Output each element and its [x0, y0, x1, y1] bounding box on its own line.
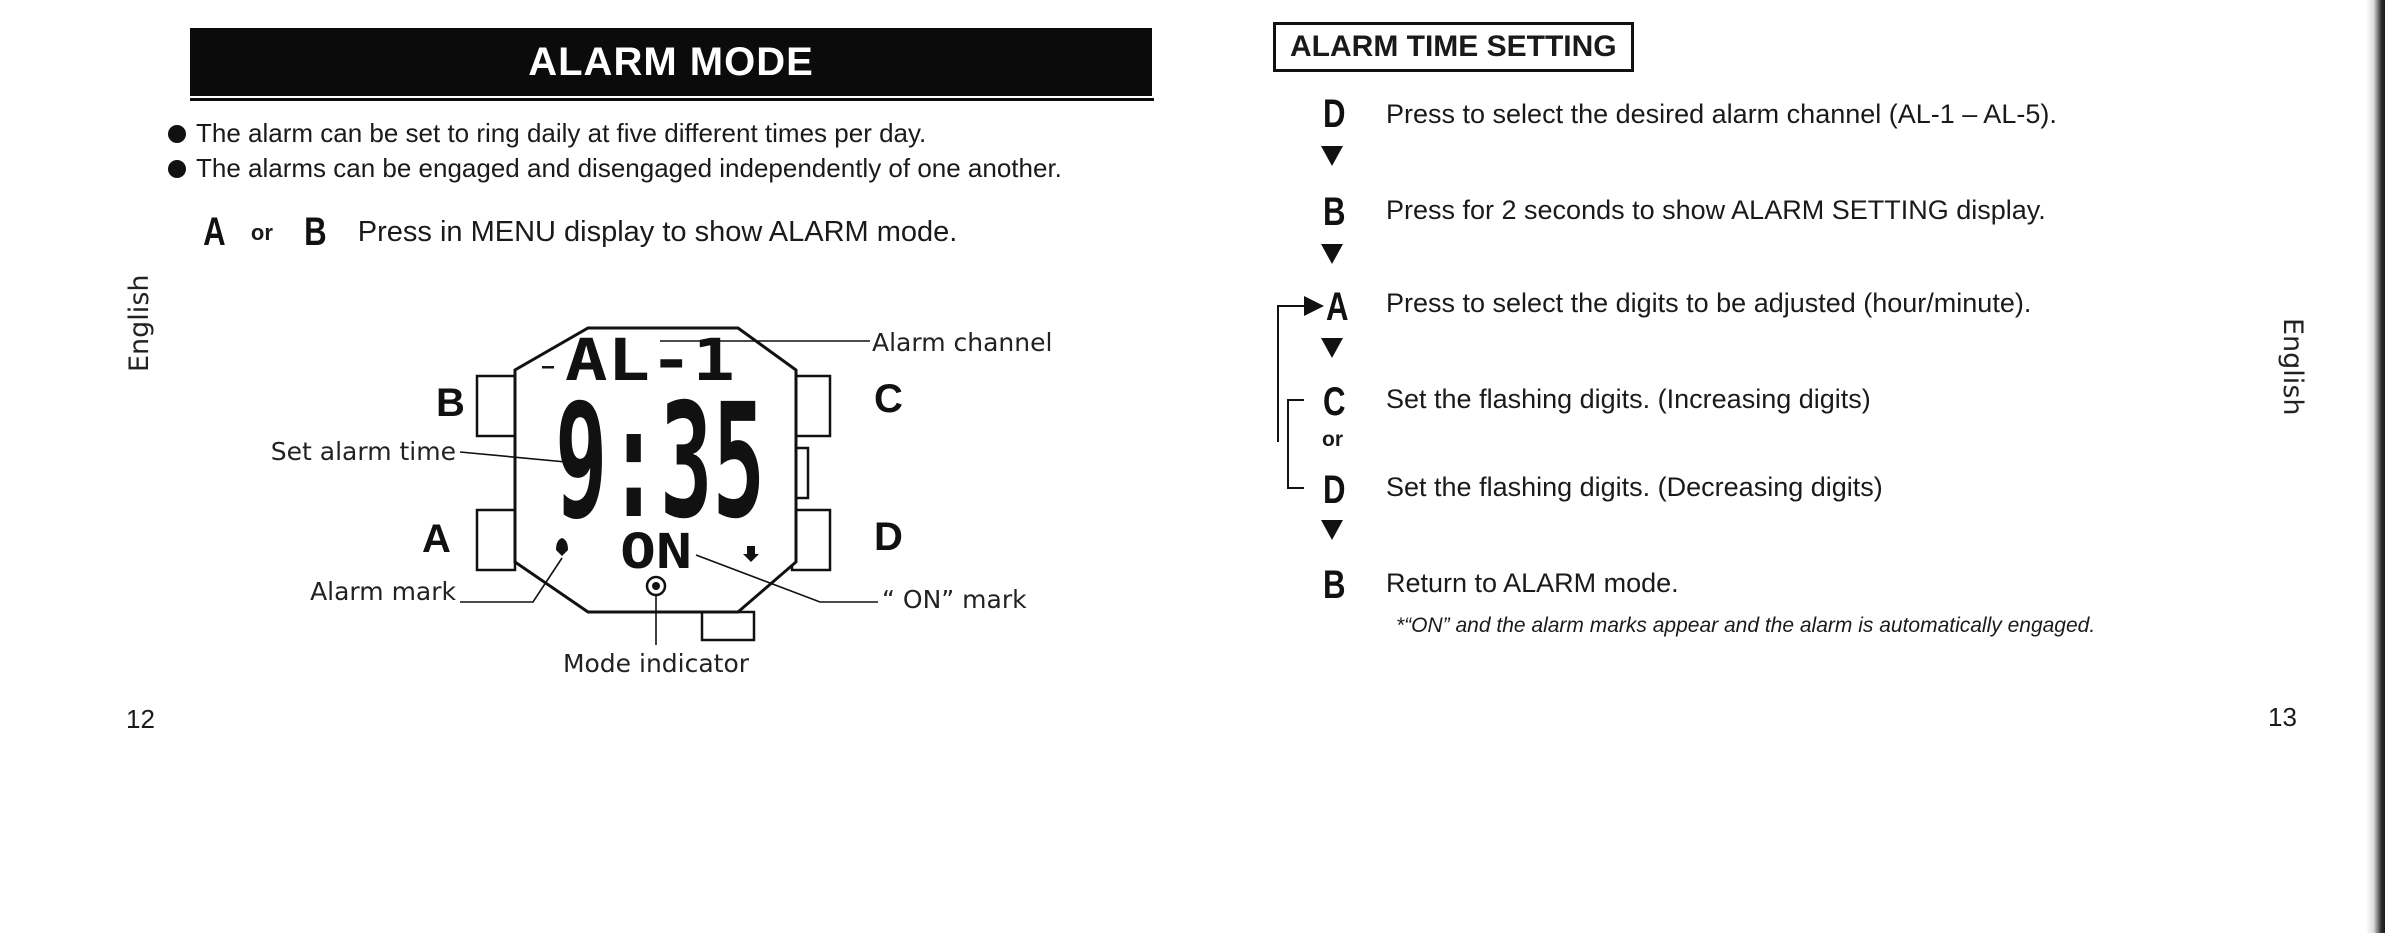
watch-label-c: C: [874, 377, 903, 421]
press-line: A or B Press in MENU display to show ALA…: [200, 210, 957, 255]
bullet-dot-icon: [168, 124, 186, 143]
step-text-6: Return to ALARM mode.: [1386, 568, 1679, 598]
callout-mode-indicator: Mode indicator: [563, 649, 750, 678]
callout-line-time: [459, 451, 599, 466]
step-key-b: B: [1323, 563, 1346, 607]
step-key-d: D: [1323, 468, 1346, 512]
lcd-channel-text: AL-1: [565, 326, 735, 394]
watch-bottom-tab: [700, 610, 756, 642]
step-text-5: Set the flashing digits. (Decreasing dig…: [1386, 472, 1883, 502]
watch-button-c: [790, 374, 832, 438]
step-key-a: A: [1326, 285, 1349, 329]
bullet-item: The alarm can be set to ring daily at fi…: [168, 118, 926, 149]
watch-label-b: B: [436, 381, 465, 425]
mode-indicator-dot: [652, 582, 660, 590]
loop-arrow-icon: [1304, 296, 1324, 316]
or-label-right: or: [1322, 428, 1343, 451]
watch-label-a: A: [422, 517, 451, 561]
step-text-1: Press to select the desired alarm channe…: [1386, 99, 2057, 129]
callout-set-alarm-time: Set alarm time: [271, 437, 456, 466]
step-text-2: Press for 2 seconds to show ALARM SETTIN…: [1386, 195, 2046, 225]
down-arrow-mark-icon: [743, 546, 759, 562]
or-label: or: [250, 219, 273, 245]
step-key-b: B: [1323, 190, 1346, 234]
lcd-time-text: 9:35: [555, 370, 765, 554]
arrow-down-icon: [1321, 244, 1343, 264]
section-title: ALARM MODE: [190, 28, 1152, 96]
loop-bracket: [1277, 296, 1324, 489]
alarm-bell-icon: [556, 538, 568, 556]
step-text-4: Set the flashing digits. (Increasing dig…: [1386, 384, 1871, 414]
note-text: *“ON” and the alarm marks appear and the…: [1396, 614, 2096, 637]
subheader-box: ALARM TIME SETTING: [1273, 22, 1634, 72]
watch-label-d: D: [874, 515, 903, 559]
watch-button-b: [475, 374, 517, 438]
callout-line-on-mark: [695, 554, 878, 603]
watch-case: [513, 326, 798, 614]
callout-alarm-mark: Alarm mark: [310, 577, 456, 606]
arrow-down-icon: [1321, 146, 1343, 166]
callout-on-mark: “ ON” mark: [882, 585, 1027, 614]
watch-button-d: [790, 508, 832, 572]
arrow-down-icon: [1321, 520, 1343, 540]
page-number-right: 13: [2268, 702, 2297, 732]
bullet-item: The alarms can be engaged and disengaged…: [168, 153, 1062, 184]
press-instruction: Press in MENU display to show ALARM mode…: [357, 216, 958, 248]
section-title-text: ALARM MODE: [528, 39, 814, 84]
side-label-left: English: [124, 274, 155, 373]
page-edge-shadow: [2366, 0, 2385, 933]
bullet-text: The alarm can be set to ring daily at fi…: [196, 118, 927, 148]
lcd-dash-mark: –: [542, 354, 555, 378]
subheader-text: ALARM TIME SETTING: [1290, 30, 1617, 63]
watch-diagram: – AL-1 9:35 ON B A C D Alarm channel Set…: [271, 326, 1053, 678]
lcd-on-text: ON: [620, 524, 692, 580]
step-text-3: Press to select the digits to be adjuste…: [1386, 288, 2032, 318]
key-a-label: A: [203, 210, 226, 254]
key-b-label: B: [304, 210, 327, 254]
step-key-d: D: [1323, 92, 1346, 136]
callout-line-alarm-mark: [460, 557, 563, 603]
bullet-dot-icon: [168, 159, 186, 178]
page-number-left: 12: [126, 704, 155, 734]
side-label-right: English: [2277, 318, 2308, 416]
callout-alarm-channel: Alarm channel: [872, 328, 1052, 357]
step-key-c: C: [1323, 380, 1346, 424]
watch-button-a: [475, 508, 517, 572]
title-underline: [190, 98, 1154, 101]
arrow-down-icon: [1321, 338, 1343, 358]
bullet-text: The alarms can be engaged and disengaged…: [196, 153, 1062, 183]
